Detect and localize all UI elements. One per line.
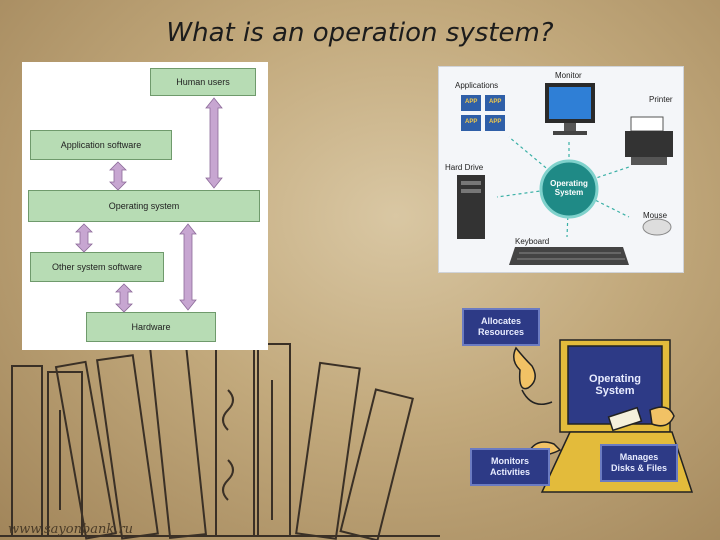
other-system-software-box: Other system software <box>30 252 164 282</box>
app-tile-label: APP <box>489 99 502 105</box>
arrow-other-to-hardware <box>115 283 133 313</box>
os-center-circle <box>539 159 599 219</box>
os-center-label: Operating System <box>550 179 588 198</box>
hard-drive-icon <box>457 175 485 239</box>
app-tile-label: APP <box>465 99 478 105</box>
keyboard-label: Keyboard <box>515 237 550 246</box>
keyboard-icon <box>509 247 629 265</box>
hardware-box: Hardware <box>86 312 216 342</box>
application-software-box: Application software <box>30 130 172 160</box>
applications-label: Applications <box>455 81 499 90</box>
monitors-activities-box: Monitors Activities <box>470 448 550 486</box>
operating-system-box: Operating system <box>28 190 260 222</box>
app-tile-label: APP <box>489 119 502 125</box>
monitor-icon <box>545 83 595 135</box>
arrow-apps-to-os <box>109 161 127 191</box>
software-layers-diagram: Human users Application software Operati… <box>22 62 268 350</box>
monitor-label: Monitor <box>555 71 582 80</box>
human-users-box: Human users <box>150 68 256 96</box>
allocates-resources-box: Allocates Resources <box>462 308 540 346</box>
mouse-icon <box>642 218 672 236</box>
os-hardware-diagram: Applications Monitor Printer Hard Drive … <box>438 66 684 273</box>
cartoon-screen-text: Operating System <box>589 373 641 397</box>
printer-label: Printer <box>649 95 673 104</box>
mouse-label: Mouse <box>643 211 668 220</box>
arrow-users-to-os <box>205 97 223 189</box>
app-tile-label: APP <box>465 119 478 125</box>
books-sketch-illustration <box>0 338 440 540</box>
printer-icon <box>625 116 673 165</box>
arrow-os-to-other <box>75 223 93 253</box>
hard-drive-label: Hard Drive <box>445 163 484 172</box>
page-title: What is an operation system? <box>166 18 554 48</box>
layer-arrows <box>75 97 223 313</box>
app-tiles <box>461 95 505 131</box>
hardware-connections <box>457 83 673 265</box>
arrow-os-to-hardware <box>179 223 197 311</box>
watermark: www.sayonbank.ru <box>8 522 133 537</box>
manages-disks-files-box: Manages Disks & Files <box>600 444 678 482</box>
